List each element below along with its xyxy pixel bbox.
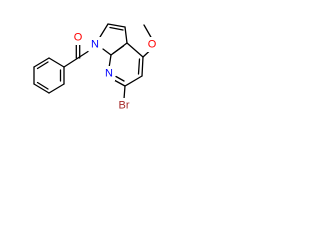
bond-c2-c3 xyxy=(107,23,126,28)
atom-n1: N xyxy=(89,37,101,52)
atom-n7: N xyxy=(103,66,115,81)
bond-c7a-n7 xyxy=(108,54,112,69)
bond-carbonyl-n1 xyxy=(77,50,89,59)
bond-benzene-4 xyxy=(48,83,65,94)
atom-n1-bg xyxy=(89,37,101,52)
bond-c2-c3-inner xyxy=(109,26,124,31)
bond-n7-c6-inner xyxy=(115,75,125,82)
bond-benzene-6 xyxy=(48,57,65,68)
atom-label-layer: N O N O Br xyxy=(72,30,158,113)
atom-br: Br xyxy=(114,98,134,113)
bond-c7a-n1 xyxy=(102,48,112,56)
bond-benzene-inner-1 xyxy=(36,61,49,70)
bond-benzene-inner-2 xyxy=(36,81,49,90)
atom-br-label: Br xyxy=(119,100,130,112)
atom-n7-bg xyxy=(103,66,115,81)
bond-benzene-1 xyxy=(33,57,50,68)
bond-c5-c4 xyxy=(141,56,144,77)
bond-c6-c5 xyxy=(124,75,143,87)
bond-c4-c3a xyxy=(126,42,144,58)
bond-layer xyxy=(33,23,153,100)
atom-n7-label: N xyxy=(105,68,113,80)
atom-o-methoxy: O xyxy=(146,37,158,52)
bond-n1-c2 xyxy=(99,23,109,38)
bond-c3-c3a xyxy=(124,26,128,44)
bond-n7-c6 xyxy=(113,79,126,87)
atom-o-methoxy-bg xyxy=(146,37,158,52)
atom-o-carbonyl: O xyxy=(72,30,84,45)
atom-o-carbonyl-label: O xyxy=(74,32,83,44)
chemical-structure-diagram: N O N O Br xyxy=(33,23,158,113)
bond-o-methyl xyxy=(143,24,153,40)
bond-phenyl-carbonyl xyxy=(63,57,79,68)
bond-c3a-c7a-inner xyxy=(112,45,125,55)
bond-c6-br xyxy=(123,85,126,100)
atom-n1-label: N xyxy=(91,39,99,51)
atom-br-bg xyxy=(114,98,134,113)
atom-o-methoxy-label: O xyxy=(148,39,157,51)
bond-benzene-3 xyxy=(33,83,50,94)
bond-c5-c4-inner xyxy=(137,58,141,75)
atom-o-carbonyl-bg xyxy=(72,30,84,45)
